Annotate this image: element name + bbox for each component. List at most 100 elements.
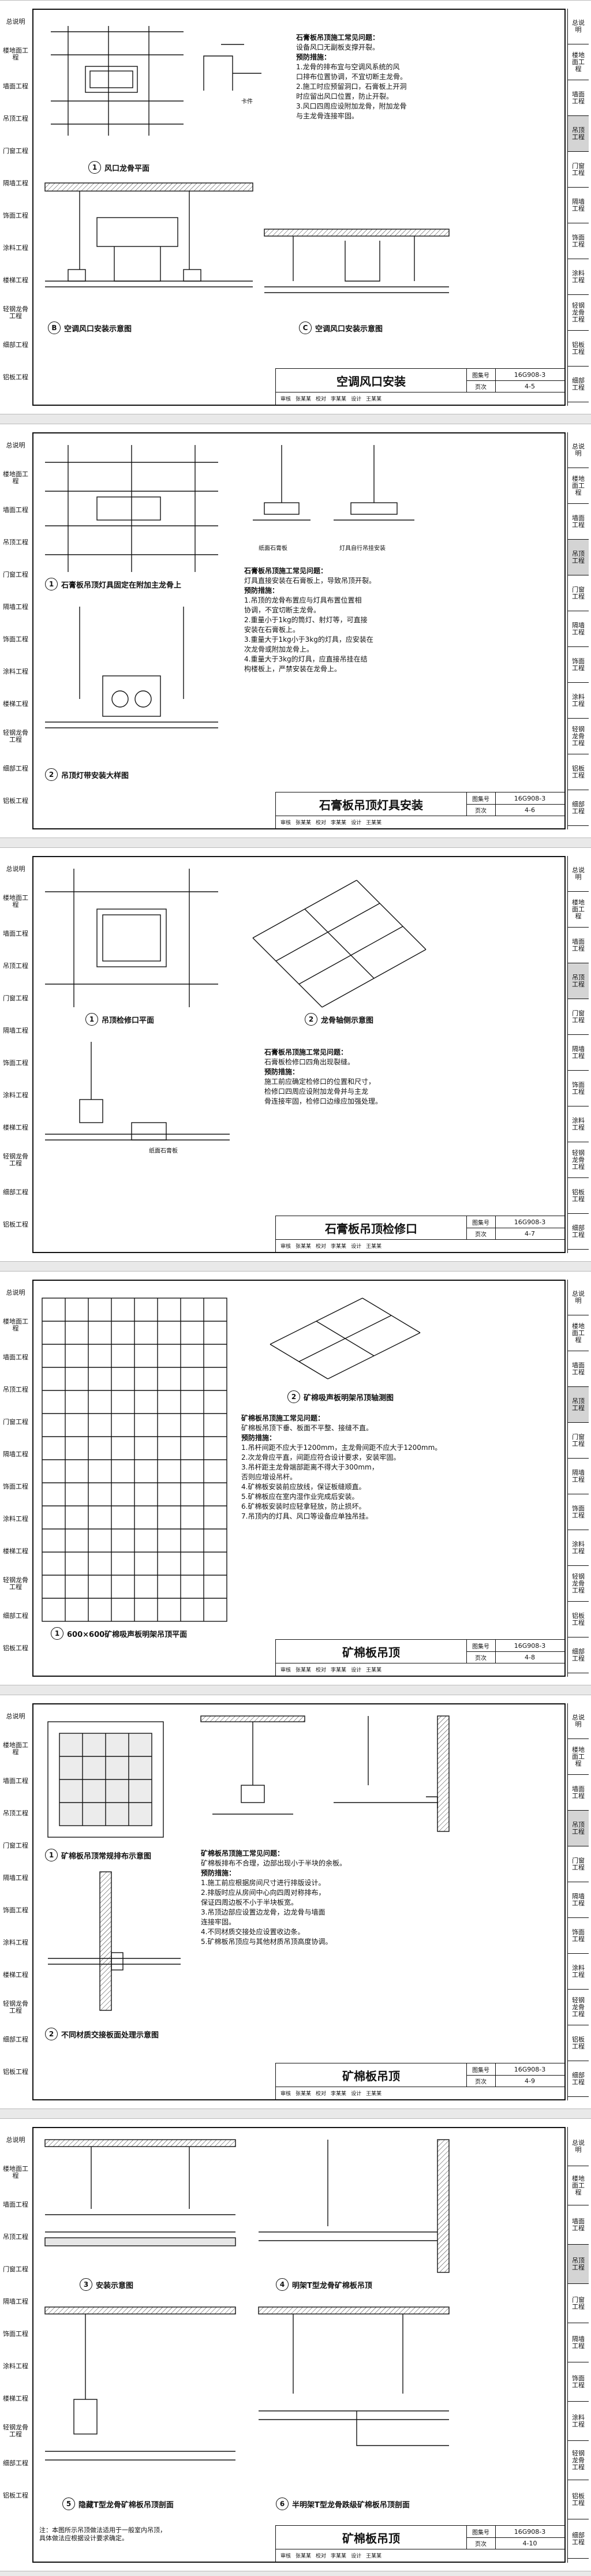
keel-isometric-drawing	[252, 880, 427, 1008]
right-category-tab[interactable]: 饰面工程	[568, 1071, 589, 1106]
caption-number: 6	[276, 2498, 289, 2510]
right-category-tab[interactable]: 总说明	[568, 432, 589, 468]
right-category-tab[interactable]: 墙面工程	[568, 80, 589, 116]
right-category-tab[interactable]: 楼地面工程	[568, 1739, 589, 1775]
right-category-tab[interactable]: 铝板工程	[568, 754, 589, 790]
sheet-title: 矿棉板吊顶	[276, 1640, 467, 1663]
right-category-tab[interactable]: 吊顶工程	[568, 963, 589, 999]
right-category-tab[interactable]: 吊顶工程	[568, 2245, 589, 2284]
note-line: 1.吊杆间距不应大于1200mm，主龙骨间距不应大于1200mm。	[241, 1444, 442, 1452]
left-category-item: 总说明	[6, 2136, 25, 2144]
right-category-tab[interactable]: 铝板工程	[568, 331, 589, 367]
right-category-tab[interactable]: 总说明	[568, 9, 589, 44]
right-category-tab[interactable]: 楼地面工程	[568, 2166, 589, 2205]
right-category-tab[interactable]: 隔墙工程	[568, 611, 589, 647]
left-category-item: 细部工程	[3, 1612, 28, 1620]
right-category-tab[interactable]: 涂料工程	[568, 1954, 589, 1990]
right-category-tab[interactable]: 铝板工程	[568, 2480, 589, 2519]
right-category-tab[interactable]: 隔墙工程	[568, 188, 589, 223]
note-line: 3.吊杆距主龙骨端部距离不得大于300mm，	[241, 1463, 379, 1471]
right-category-tab[interactable]: 细部工程	[568, 367, 589, 402]
right-category-tab[interactable]: 门窗工程	[568, 2284, 589, 2323]
page-number: 4-6	[495, 804, 564, 816]
right-category-tab[interactable]: 墙面工程	[568, 928, 589, 963]
right-category-tab[interactable]: 门窗工程	[568, 1846, 589, 1882]
right-category-tab[interactable]: 轻钢龙骨工程	[568, 295, 589, 331]
right-category-tab[interactable]: 隔墙工程	[568, 2323, 589, 2362]
title-block: 矿棉板吊顶 图集号 16G908-3 页次 4-9 审核张某某校对李某某设计王某…	[275, 2063, 564, 2099]
right-category-tab[interactable]: 吊顶工程	[568, 1811, 589, 1846]
mineral-board-isometric	[270, 1298, 421, 1379]
right-category-tab[interactable]: 饰面工程	[568, 1494, 589, 1530]
sheet-5: 总说明楼地面工程墙面工程吊顶工程门窗工程隔墙工程饰面工程涂料工程楼梯工程轻钢龙骨…	[0, 1695, 591, 2109]
right-category-tab[interactable]: 墙面工程	[568, 2205, 589, 2245]
right-category-tab[interactable]: 吊顶工程	[568, 1387, 589, 1423]
right-category-tab[interactable]: 墙面工程	[568, 1775, 589, 1811]
page-label: 页次	[466, 804, 496, 816]
right-category-tab[interactable]: 门窗工程	[568, 999, 589, 1035]
right-category-tab[interactable]: 涂料工程	[568, 2402, 589, 2441]
right-category-tab[interactable]: 墙面工程	[568, 504, 589, 540]
semi-exposed-t-keel-section	[258, 2306, 450, 2446]
page-number: 4-9	[495, 2075, 564, 2087]
right-category-tab[interactable]: 涂料工程	[568, 1530, 589, 1566]
left-category-item: 楼地面工程	[3, 47, 28, 61]
right-category-tab[interactable]: 铝板工程	[568, 2025, 589, 2061]
right-category-tab[interactable]: 饰面工程	[568, 1918, 589, 1954]
sheet-title: 矿棉板吊顶	[276, 2063, 467, 2087]
sheet-title: 石膏板吊顶检修口	[276, 1216, 467, 1240]
right-category-tab[interactable]: 楼地面工程	[568, 892, 589, 928]
right-category-tab[interactable]: 墙面工程	[568, 1351, 589, 1387]
right-category-tab[interactable]: 铝板工程	[568, 1602, 589, 1637]
right-category-tab[interactable]: 楼地面工程	[568, 1315, 589, 1351]
right-category-tab[interactable]: 隔墙工程	[568, 1882, 589, 1918]
right-category-tab[interactable]: 隔墙工程	[568, 1035, 589, 1071]
right-category-tab[interactable]: 细部工程	[568, 790, 589, 826]
right-category-tab[interactable]: 隔墙工程	[568, 1459, 589, 1494]
right-category-tab[interactable]: 涂料工程	[568, 259, 589, 295]
right-category-tab[interactable]: 轻钢龙骨工程	[568, 1142, 589, 1178]
right-category-tab[interactable]: 总说明	[568, 856, 589, 892]
right-category-tab[interactable]: 总说明	[568, 1703, 589, 1739]
caption-number: 4	[276, 2278, 289, 2291]
right-category-tab[interactable]: 轻钢龙骨工程	[568, 1566, 589, 1602]
right-category-tab[interactable]: 轻钢龙骨工程	[568, 1990, 589, 2025]
detail-a-drawing	[253, 445, 311, 521]
right-category-tab[interactable]: 涂料工程	[568, 1106, 589, 1142]
right-category-tab[interactable]: 吊顶工程	[568, 116, 589, 152]
right-category-tab[interactable]: 饰面工程	[568, 223, 589, 259]
note-line: 3.吊顶边部应设置边龙骨，边龙骨与墙面	[201, 1908, 326, 1916]
right-category-tab[interactable]: 细部工程	[568, 1214, 589, 1250]
left-category-item: 隔墙工程	[3, 1027, 28, 1034]
right-category-tab[interactable]: 轻钢龙骨工程	[568, 2441, 589, 2480]
right-category-tab[interactable]: 门窗工程	[568, 152, 589, 188]
right-category-tab[interactable]: 饰面工程	[568, 2362, 589, 2402]
light-strip-detail-drawing	[45, 607, 218, 728]
right-category-tab[interactable]: 门窗工程	[568, 1423, 589, 1459]
right-category-tab[interactable]: 饰面工程	[568, 647, 589, 683]
right-category-tab[interactable]: 吊顶工程	[568, 540, 589, 575]
left-category-item: 门窗工程	[3, 147, 28, 155]
right-category-tab[interactable]: 楼地面工程	[568, 44, 589, 80]
right-category-tab[interactable]: 总说明	[568, 1280, 589, 1315]
signature-row: 审核张某某校对李某某设计王某某	[280, 396, 382, 402]
atlas-number: 16G908-3	[495, 792, 564, 805]
problem-note: 石膏板吊顶施工常见问题： 石膏板检修口四角出现裂缝。 预防措施： 施工前应确定检…	[264, 1048, 449, 1106]
left-category-item: 轻钢龙骨工程	[3, 2424, 28, 2438]
right-category-tab[interactable]: 轻钢龙骨工程	[568, 719, 589, 754]
caption-text: 明架T型龙骨矿棉板吊顶	[292, 2281, 372, 2290]
problem-note: 石膏板吊顶施工常见问题： 灯具直接安装在石膏板上，导致吊顶开裂。 预防措施： 1…	[244, 566, 452, 674]
right-category-tab[interactable]: 楼地面工程	[568, 468, 589, 504]
right-category-tab[interactable]: 细部工程	[568, 1637, 589, 1673]
right-category-tab[interactable]: 总说明	[568, 2127, 589, 2166]
left-category-item: 楼梯工程	[3, 1547, 28, 1555]
left-category-item: 轻钢龙骨工程	[3, 729, 28, 743]
right-category-tab[interactable]: 细部工程	[568, 2061, 589, 2097]
right-category-tab[interactable]: 涂料工程	[568, 683, 589, 719]
right-category-tab[interactable]: 铝板工程	[568, 1178, 589, 1214]
atlas-number: 16G908-3	[495, 2526, 564, 2538]
right-category-tab[interactable]: 门窗工程	[568, 575, 589, 611]
right-category-tab[interactable]: 细部工程	[568, 2519, 589, 2559]
